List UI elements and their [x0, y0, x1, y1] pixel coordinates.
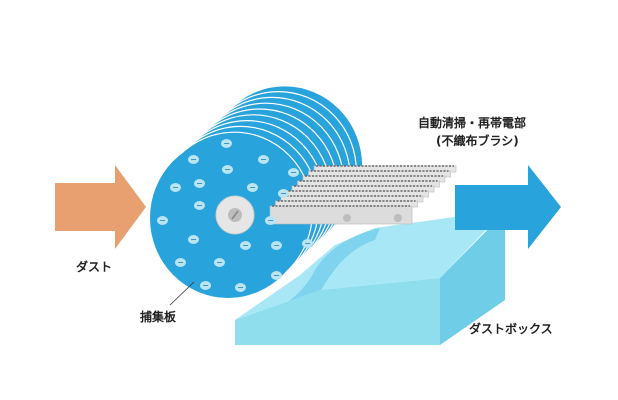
dust-inflow-arrow — [55, 165, 146, 249]
clean-air-outflow-arrow — [455, 165, 561, 249]
negative-charge-icon: − — [271, 241, 282, 250]
cleaning-unit-sublabel: (不織布ブラシ) — [436, 134, 519, 148]
negative-charge-icon: − — [194, 179, 205, 188]
dust-box-curve — [235, 228, 380, 320]
brush-bolt-icon — [394, 214, 402, 222]
negative-charge-icon: − — [278, 189, 289, 198]
negative-charge-icon: − — [200, 281, 211, 290]
negative-charge-icon: − — [265, 216, 276, 225]
negative-charge-icon: − — [271, 271, 282, 280]
negative-charge-icon: − — [240, 241, 251, 250]
brush-stack — [269, 165, 457, 225]
dust-box-label: ダストボックス — [469, 322, 553, 336]
negative-charge-icon: − — [247, 183, 258, 192]
negative-charge-icon: − — [170, 183, 181, 192]
dust-box-front — [235, 278, 440, 345]
collector-plate-label: 捕集板 — [140, 310, 177, 324]
brush-plate — [269, 205, 413, 225]
negative-charge-icon: − — [258, 155, 269, 164]
negative-charge-icon: − — [194, 201, 205, 210]
negative-charge-icon: − — [222, 165, 233, 174]
negative-charge-icon: − — [214, 258, 225, 267]
negative-charge-icon: − — [221, 139, 232, 148]
cleaning-unit-label: 自動清掃・再帯電部 — [418, 116, 527, 130]
dust-box-side — [440, 212, 505, 345]
collector-plate-leader-line — [169, 281, 195, 306]
brush-bolt-icon — [343, 214, 351, 222]
negative-charge-icon: − — [175, 258, 186, 267]
negative-charge-icon: − — [235, 283, 246, 292]
dust-label: ダスト — [76, 260, 113, 274]
negative-charge-icon: − — [188, 235, 199, 244]
negative-charge-icon: − — [157, 216, 168, 225]
negative-charge-icon: − — [288, 168, 299, 177]
negative-charge-icon: − — [188, 155, 199, 164]
negative-charge-icon: − — [302, 239, 313, 248]
